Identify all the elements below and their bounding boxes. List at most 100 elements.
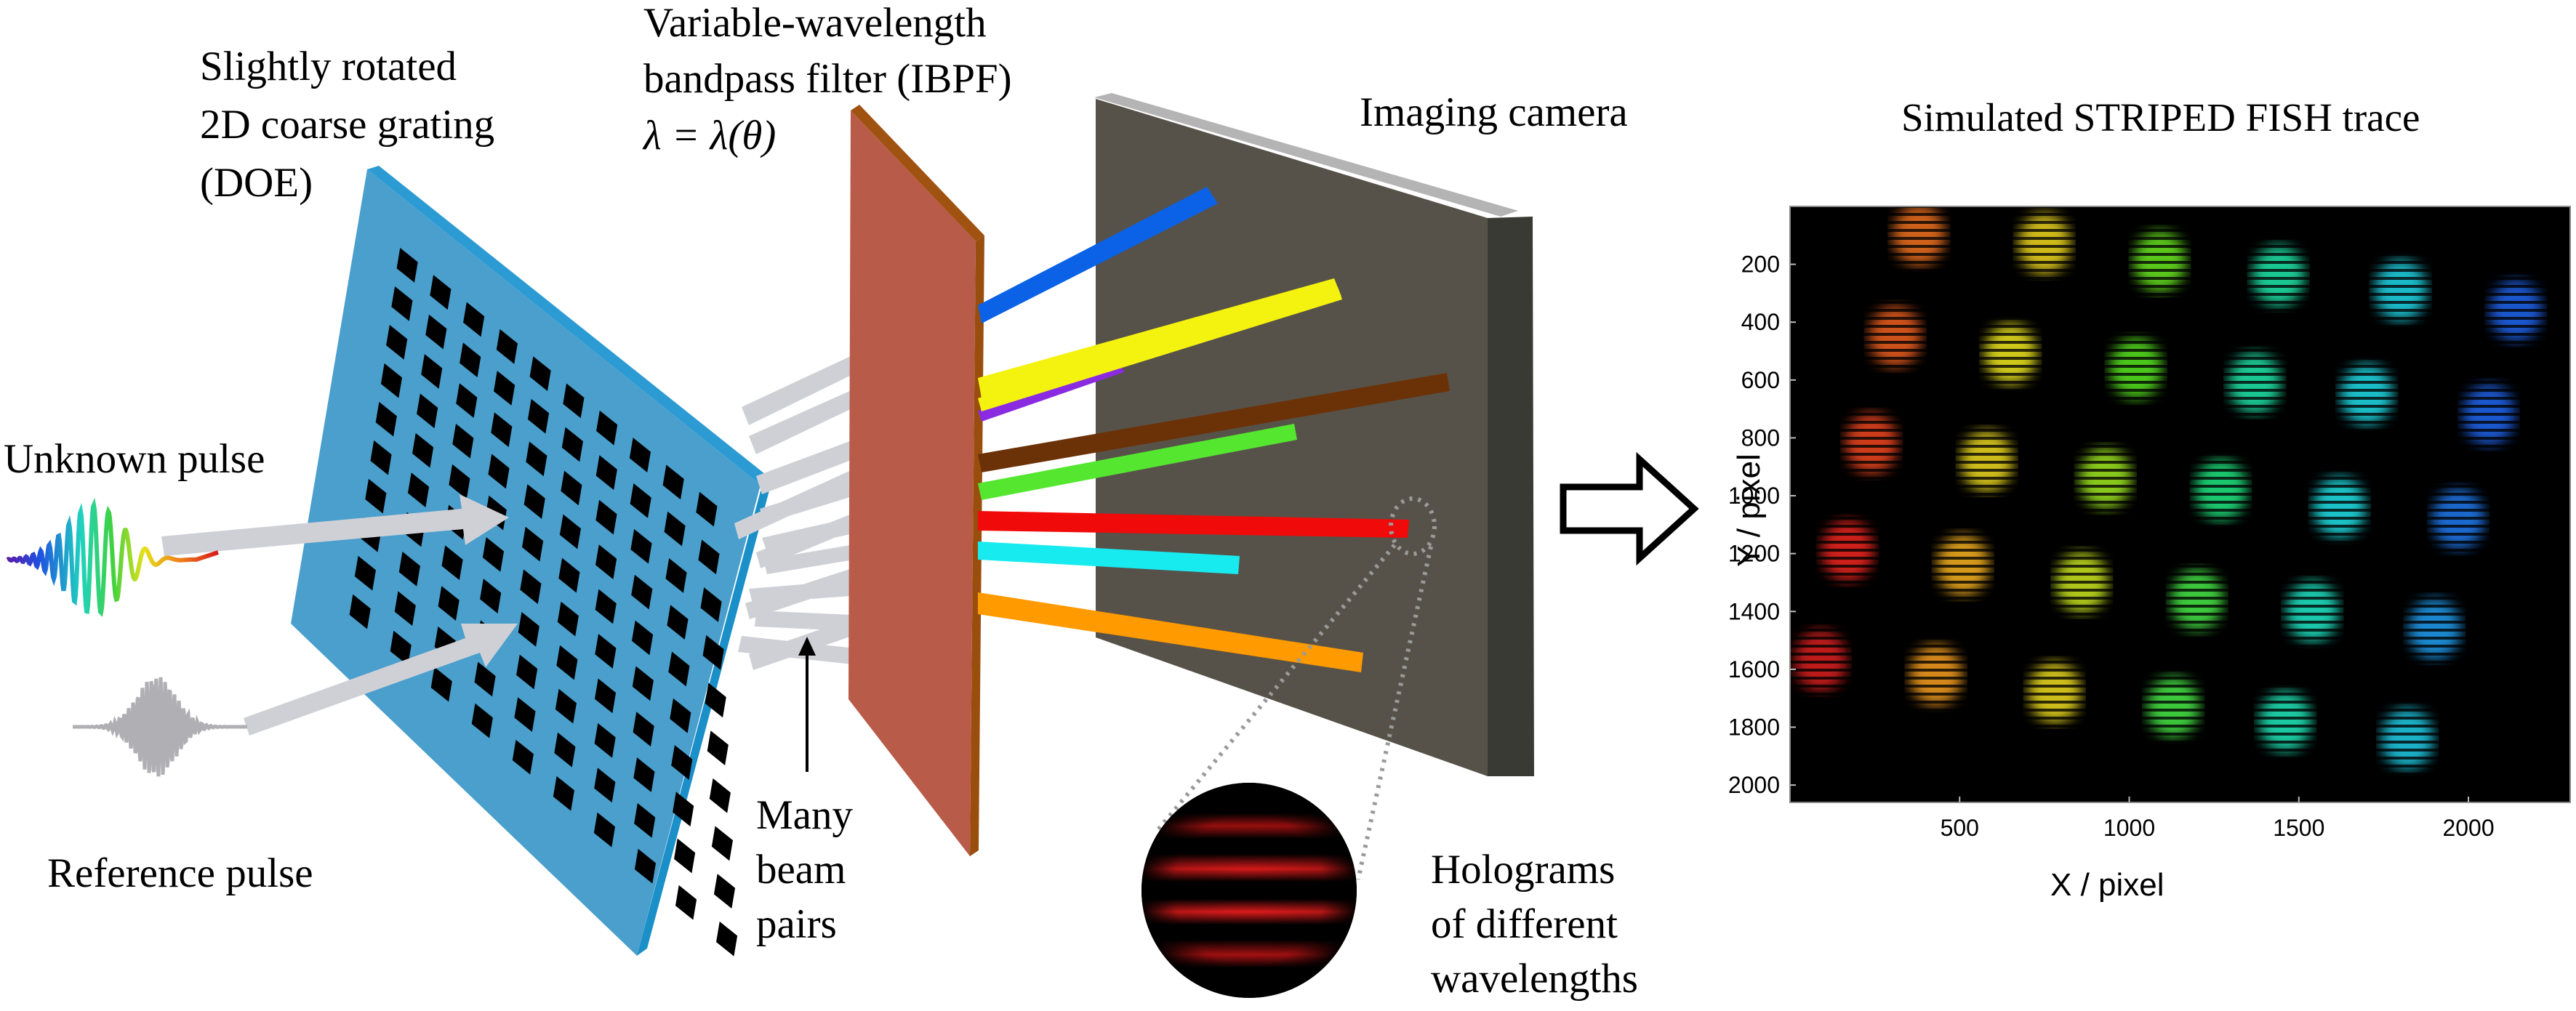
camera-side: [1488, 217, 1534, 776]
trace-spot: [2079, 448, 2132, 509]
beam-orange: [978, 592, 1363, 672]
unknown-pulse-label: Unknown pulse: [4, 436, 265, 482]
holograms-line1: Holograms: [1431, 847, 1615, 893]
grating-aperture: [594, 768, 616, 803]
grating-aperture: [522, 526, 544, 562]
grating-aperture: [668, 651, 690, 687]
trace-spot: [2340, 363, 2394, 425]
grating-aperture: [716, 921, 738, 956]
grating-aperture: [365, 478, 387, 514]
holograms-line3: wavelengths: [1431, 956, 1638, 1002]
camera-top: [1094, 93, 1518, 217]
trace-spot: [2018, 213, 2071, 275]
filter-face: [848, 110, 976, 856]
grating-aperture: [370, 440, 392, 475]
grating-label-line1: Slightly rotated: [200, 44, 457, 89]
grating-aperture: [488, 454, 510, 489]
y-tick-label: 1400: [1728, 598, 1780, 624]
trace-spot: [2028, 661, 2081, 723]
beam-pairs-line3: pairs: [756, 901, 837, 947]
grating-aperture: [421, 354, 443, 389]
grating-aperture: [595, 499, 617, 535]
grating-aperture: [555, 688, 577, 724]
x-axis-label: X / pixel: [2050, 867, 2164, 903]
trace-spot: [2489, 280, 2543, 342]
trace-spot: [2133, 230, 2186, 292]
grating-aperture: [390, 630, 412, 666]
grating-aperture: [430, 666, 452, 702]
grating-aperture: [675, 885, 697, 920]
trace-spot: [2055, 552, 2108, 613]
grating-aperture: [594, 678, 617, 714]
trace-spot: [2109, 337, 2162, 399]
grating-aperture: [520, 569, 542, 605]
trace-title: Simulated STRIPED FISH trace: [1901, 95, 2420, 140]
trace-spot: [2252, 245, 2305, 307]
beam-pairs-line2: beam: [756, 847, 846, 893]
grating-aperture: [523, 484, 545, 519]
trace-spot: [1845, 413, 1898, 475]
beam-pairs-label: Many beam pairs: [756, 792, 853, 947]
grating-aperture: [526, 441, 547, 477]
filter-label-line1: Variable-wavelength: [643, 0, 987, 46]
grating-aperture: [438, 586, 460, 621]
grating-aperture: [595, 589, 617, 624]
trace-spot: [1909, 644, 1962, 706]
trace-spot: [2147, 676, 2200, 738]
grating-aperture: [595, 634, 617, 669]
y-tick-label: 800: [1741, 424, 1780, 451]
grating-aperture: [563, 383, 585, 419]
unknown-pulse-icon: [6, 497, 219, 617]
grating-aperture: [709, 778, 731, 813]
holograms-label: Holograms of different wavelengths: [1431, 847, 1638, 1002]
grating-aperture: [702, 635, 724, 670]
bandpass-filter: [848, 105, 984, 856]
y-tick-label: 1200: [1728, 541, 1780, 567]
trace-spot: [2463, 384, 2516, 446]
grating-aperture: [417, 393, 438, 429]
grating-aperture: [557, 601, 579, 637]
beam-brown: [978, 373, 1450, 472]
y-axis-label: Y / pixel: [1731, 454, 1767, 567]
grating-aperture: [561, 470, 582, 506]
x-tick-label: 1500: [2273, 815, 2324, 841]
trace-spot: [1893, 206, 1946, 266]
result-arrow: [1560, 451, 1699, 566]
grating-aperture: [596, 410, 618, 446]
y-tick-label: 400: [1741, 309, 1780, 335]
trace-spot: [2170, 569, 2223, 631]
unknown-pulse-arrow: [161, 494, 509, 556]
trace-spot: [2194, 459, 2247, 521]
trace-spot: [2286, 581, 2339, 643]
grating-aperture: [633, 712, 654, 747]
grating-aperture: [553, 776, 574, 811]
y-tick-label: 200: [1741, 251, 1780, 278]
trace-spot: [2381, 708, 2434, 770]
grating-aperture: [674, 838, 696, 874]
grating-label-line2: 2D coarse grating: [200, 102, 494, 148]
trace-spot: [2374, 259, 2427, 321]
grating-aperture: [664, 511, 686, 547]
grating-aperture: [494, 371, 515, 406]
zoom-marker: [1389, 496, 1437, 556]
grating-aperture: [559, 514, 581, 549]
grating-aperture: [471, 703, 493, 738]
grating-aperture: [662, 464, 684, 500]
grating-aperture: [463, 302, 485, 337]
grating-aperture: [398, 551, 420, 587]
grating-aperture: [430, 275, 452, 310]
beam-green: [978, 424, 1297, 500]
beam-blue: [978, 187, 1218, 323]
grating-aperture: [561, 427, 583, 462]
grating-aperture: [527, 398, 550, 434]
grating-label: Slightly rotated 2D coarse grating (DOE): [200, 44, 494, 206]
beam-yellow: [978, 278, 1341, 398]
grating-aperture: [554, 732, 576, 768]
grating-aperture: [514, 697, 536, 732]
filter-label-line2: bandpass filter (IBPF): [643, 56, 1012, 102]
filter-top: [851, 105, 984, 241]
grating-aperture: [632, 666, 654, 701]
beam-yellow-2: [978, 287, 1342, 411]
